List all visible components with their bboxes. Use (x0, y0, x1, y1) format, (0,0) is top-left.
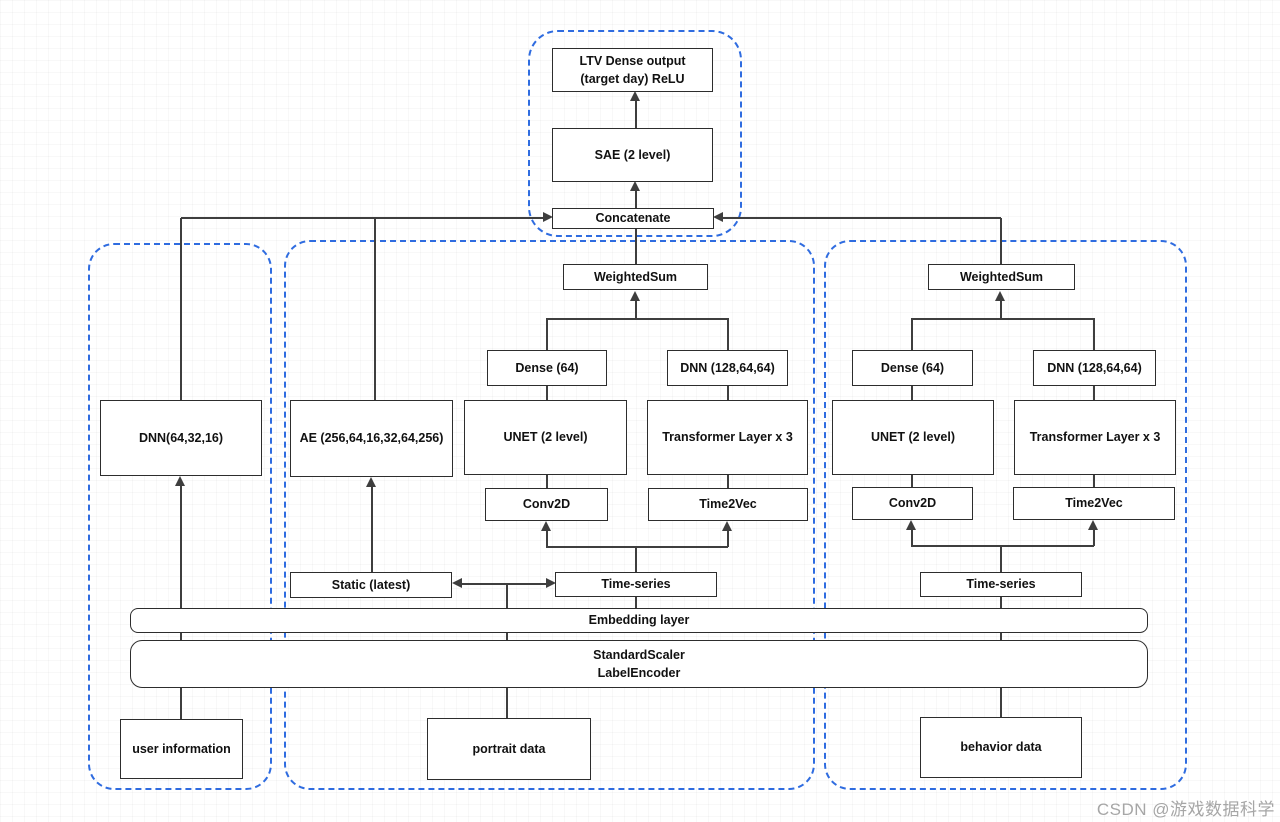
arrowhead (722, 521, 732, 531)
edge (635, 100, 637, 128)
node-sae: SAE (2 level) (552, 128, 713, 182)
edge (506, 584, 508, 608)
edge (635, 597, 637, 608)
edge (1093, 529, 1095, 546)
edge (911, 318, 913, 350)
edge (374, 218, 376, 400)
node-time2vec-right: Time2Vec (1013, 487, 1175, 520)
edge (180, 218, 182, 400)
group-portrait-data-branch (284, 240, 815, 790)
edge (180, 633, 182, 640)
edge (180, 485, 182, 608)
arrowhead (546, 578, 556, 588)
edge (911, 529, 913, 546)
edge (727, 386, 729, 400)
edge (546, 475, 548, 488)
node-ae: AE (256,64,16,32,64,256) (290, 400, 453, 477)
arrowhead (543, 212, 553, 222)
node-time2vec-mid: Time2Vec (648, 488, 808, 521)
node-dnn-128-mid: DNN (128,64,64) (667, 350, 788, 386)
edge (1093, 318, 1095, 350)
node-embedding-layer: Embedding layer (130, 608, 1148, 633)
arrowhead (995, 291, 1005, 301)
group-behavior-data-branch (824, 240, 1187, 790)
edge (1000, 633, 1002, 640)
edge (546, 386, 548, 400)
edge (1000, 688, 1002, 717)
node-conv2d-mid: Conv2D (485, 488, 608, 521)
node-portrait-data: portrait data (427, 718, 591, 780)
node-scaler: StandardScaler LabelEncoder (130, 640, 1148, 688)
edge (1000, 546, 1002, 572)
edge (1000, 300, 1002, 319)
edge (1093, 475, 1095, 487)
node-dnn-128-right: DNN (128,64,64) (1033, 350, 1156, 386)
edge (635, 547, 637, 572)
edge (506, 688, 508, 718)
arrowhead (1088, 520, 1098, 530)
node-static-latest: Static (latest) (290, 572, 452, 598)
arrowhead (452, 578, 462, 588)
edge (506, 633, 508, 640)
watermark: CSDN @游戏数据科学 (1096, 800, 1275, 819)
arrowhead (630, 291, 640, 301)
edge (371, 486, 373, 572)
node-conv2d-right: Conv2D (852, 487, 973, 520)
node-weightedsum-mid: WeightedSum (563, 264, 708, 290)
node-ltv-dense-output: LTV Dense output (target day) ReLU (552, 48, 713, 92)
node-user-information: user information (120, 719, 243, 779)
node-behavior-data: behavior data (920, 717, 1082, 778)
node-time-series-mid: Time-series (555, 572, 717, 597)
edge (546, 318, 728, 320)
edge (546, 318, 548, 350)
node-concatenate: Concatenate (552, 208, 714, 229)
edge (546, 546, 728, 548)
edge (911, 475, 913, 487)
edge (911, 318, 1094, 320)
node-dense64-right: Dense (64) (852, 350, 973, 386)
edge (635, 300, 637, 319)
node-transformer-mid: Transformer Layer x 3 (647, 400, 808, 475)
edge (180, 688, 182, 719)
node-transformer-right: Transformer Layer x 3 (1014, 400, 1176, 475)
arrowhead (541, 521, 551, 531)
arrowhead (713, 212, 723, 222)
edge (1000, 597, 1002, 608)
arrowhead (630, 181, 640, 191)
node-dnn-left: DNN(64,32,16) (100, 400, 262, 476)
node-weightedsum-right: WeightedSum (928, 264, 1075, 290)
edge (635, 190, 637, 208)
edge (727, 530, 729, 547)
arrowhead (906, 520, 916, 530)
node-unet-right: UNET (2 level) (832, 400, 994, 475)
edge (727, 475, 729, 488)
edge (635, 229, 637, 264)
node-dense64-mid: Dense (64) (487, 350, 607, 386)
edge (911, 545, 1094, 547)
edge (727, 318, 729, 350)
node-unet-mid: UNET (2 level) (464, 400, 627, 475)
edge (911, 386, 913, 400)
node-time-series-right: Time-series (920, 572, 1082, 597)
arrowhead (630, 91, 640, 101)
arrowhead (366, 477, 376, 487)
edge (722, 217, 1001, 219)
edge (1000, 218, 1002, 264)
edge (1093, 386, 1095, 400)
edge (546, 530, 548, 547)
arrowhead (175, 476, 185, 486)
edge (460, 583, 547, 585)
edge (181, 217, 544, 219)
